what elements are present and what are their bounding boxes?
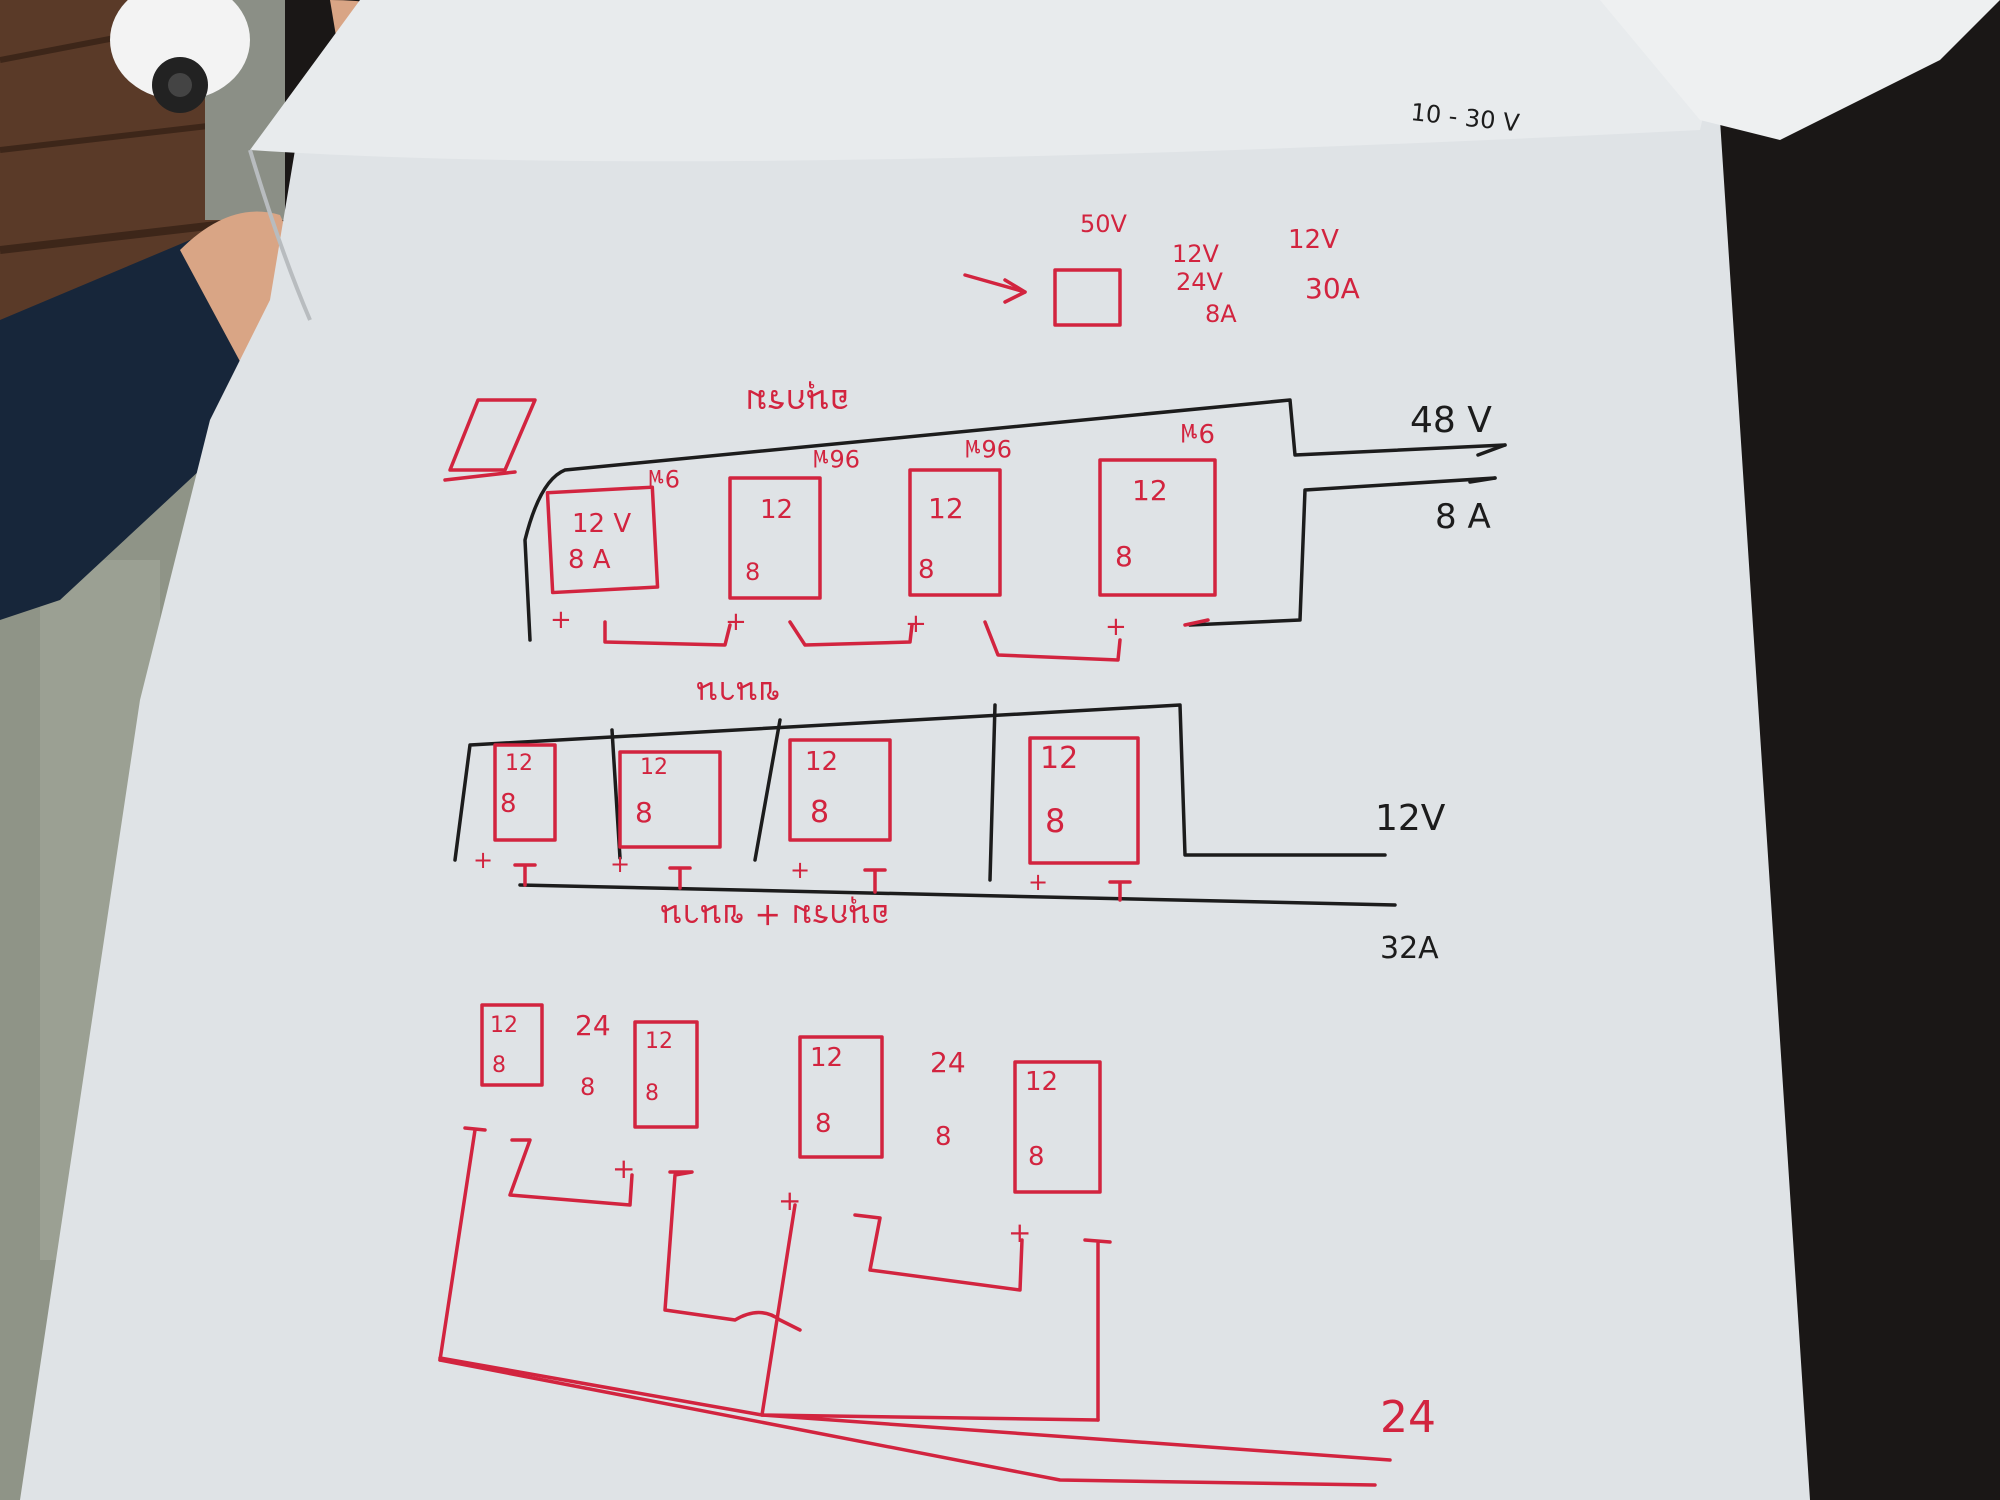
mixed-pair-1-current: 8 bbox=[580, 1073, 595, 1101]
mixed-terminal-plus: + bbox=[612, 1152, 635, 1185]
mixed-battery-3-current: 8 bbox=[815, 1109, 832, 1139]
series-battery-label-4: 9ฟ bbox=[1180, 417, 1215, 447]
security-camera-icon bbox=[110, 0, 250, 113]
series-battery-3-current: 8 bbox=[918, 555, 935, 585]
arrow-icon bbox=[963, 273, 1027, 294]
series-battery-label-2: 96ฟ bbox=[812, 444, 860, 472]
series-label: อนุกรม bbox=[745, 381, 850, 421]
parallel-battery-1 bbox=[493, 743, 557, 842]
series-battery-2-current: 8 bbox=[745, 558, 760, 586]
series-battery-4 bbox=[1098, 458, 1217, 597]
mixed-battery-1 bbox=[480, 1003, 544, 1087]
series-diagram: อนุกรม 9ฟ 96ฟ 96ฟ 9ฟ 12 V 8 A 12 8 12 8 … bbox=[443, 381, 1507, 662]
series-battery-label-3: 96ฟ bbox=[964, 434, 1012, 462]
series-battery-label-1: 9ฟ bbox=[648, 464, 680, 492]
parallel-battery-1-current: 8 bbox=[500, 789, 517, 819]
note-24v: 24V bbox=[1176, 268, 1224, 296]
series-output-voltage: 48 V bbox=[1410, 400, 1492, 441]
mixed-battery-1-voltage: 12 bbox=[490, 1013, 518, 1038]
mixed-battery-3 bbox=[798, 1035, 884, 1159]
note-30a: 30A bbox=[1305, 272, 1360, 305]
parallel-output-voltage: 12V bbox=[1375, 798, 1446, 839]
series-battery-4-current: 8 bbox=[1115, 540, 1133, 573]
parallel-battery-2-current: 8 bbox=[635, 796, 653, 829]
series-parallel-diagram: อนุกรม + ขนาน 12 8 12 8 12 8 12 8 24 8 2… bbox=[438, 896, 1436, 1487]
series-output-current: 8 A bbox=[1435, 497, 1491, 537]
mixed-terminal-plus: + bbox=[778, 1184, 801, 1217]
mixed-battery-4-current: 8 bbox=[1028, 1142, 1045, 1172]
parallel-terminal-plus: + bbox=[1028, 868, 1048, 896]
note-12v-b: 12V bbox=[1288, 225, 1339, 255]
mixed-battery-4-voltage: 12 bbox=[1025, 1067, 1058, 1097]
series-battery-4-voltage: 12 bbox=[1132, 474, 1168, 507]
series-battery-1-voltage: 12 V bbox=[572, 509, 631, 539]
note-12v: 12V bbox=[1172, 240, 1220, 268]
mixed-battery-1-current: 8 bbox=[492, 1053, 506, 1078]
parallel-battery-1-voltage: 12 bbox=[505, 751, 533, 776]
series-battery-3 bbox=[908, 468, 1002, 597]
parallel-battery-4 bbox=[1028, 736, 1140, 865]
arrowhead-icon bbox=[1003, 278, 1027, 304]
parallel-battery-2-voltage: 12 bbox=[640, 755, 668, 780]
parallel-label: ขนาน bbox=[696, 674, 780, 712]
series-battery-3-voltage: 12 bbox=[928, 492, 964, 525]
parallel-battery-3-voltage: 12 bbox=[805, 747, 838, 777]
mixed-pair-2-current: 8 bbox=[935, 1122, 952, 1152]
parallel-output-current: 32A bbox=[1380, 931, 1439, 966]
parallel-battery-3-current: 8 bbox=[810, 795, 829, 830]
mixed-battery-3-voltage: 12 bbox=[810, 1043, 843, 1073]
top-notes: 10 - 30 V 50V 12V 24V 8A 12V 30A bbox=[963, 98, 1521, 328]
series-battery-1-current: 8 A bbox=[568, 545, 611, 575]
parallel-battery-4-voltage: 12 bbox=[1040, 741, 1078, 776]
small-panel-sketch bbox=[448, 398, 537, 472]
series-battery-2 bbox=[728, 476, 822, 600]
panel-voltage-note: 50V bbox=[1080, 210, 1128, 238]
mixed-terminal-plus: + bbox=[1008, 1216, 1031, 1249]
note-8a: 8A bbox=[1205, 300, 1237, 328]
series-terminal-plus: + bbox=[550, 605, 572, 635]
mixed-pair-2-voltage: 24 bbox=[930, 1046, 966, 1079]
mixed-battery-4 bbox=[1013, 1060, 1102, 1194]
mixed-battery-2 bbox=[633, 1020, 699, 1129]
paper-sheet bbox=[20, 0, 2000, 1500]
series-battery-1 bbox=[545, 485, 660, 595]
panel-box-icon bbox=[1053, 268, 1122, 327]
parallel-terminal-plus: + bbox=[610, 850, 630, 878]
parallel-battery-2 bbox=[618, 750, 722, 849]
mixed-battery-2-voltage: 12 bbox=[645, 1029, 673, 1054]
series-terminal-plus: + bbox=[905, 609, 927, 639]
parallel-battery-4-current: 8 bbox=[1045, 802, 1065, 840]
parallel-battery-3 bbox=[788, 738, 892, 842]
parallel-terminal-plus: + bbox=[790, 856, 810, 884]
series-terminal-plus: + bbox=[1105, 612, 1127, 642]
mixed-battery-2-current: 8 bbox=[645, 1081, 659, 1106]
mixed-label: อนุกรม + ขนาน bbox=[660, 896, 890, 935]
series-battery-2-voltage: 12 bbox=[760, 495, 793, 525]
mixed-pair-1-voltage: 24 bbox=[575, 1009, 611, 1042]
parallel-terminal-plus: + bbox=[473, 846, 493, 874]
mixed-output-voltage: 24 bbox=[1380, 1392, 1436, 1443]
parallel-diagram: ขนาน 12 8 12 8 12 8 12 8 + + + + 12V 32A bbox=[453, 674, 1446, 966]
